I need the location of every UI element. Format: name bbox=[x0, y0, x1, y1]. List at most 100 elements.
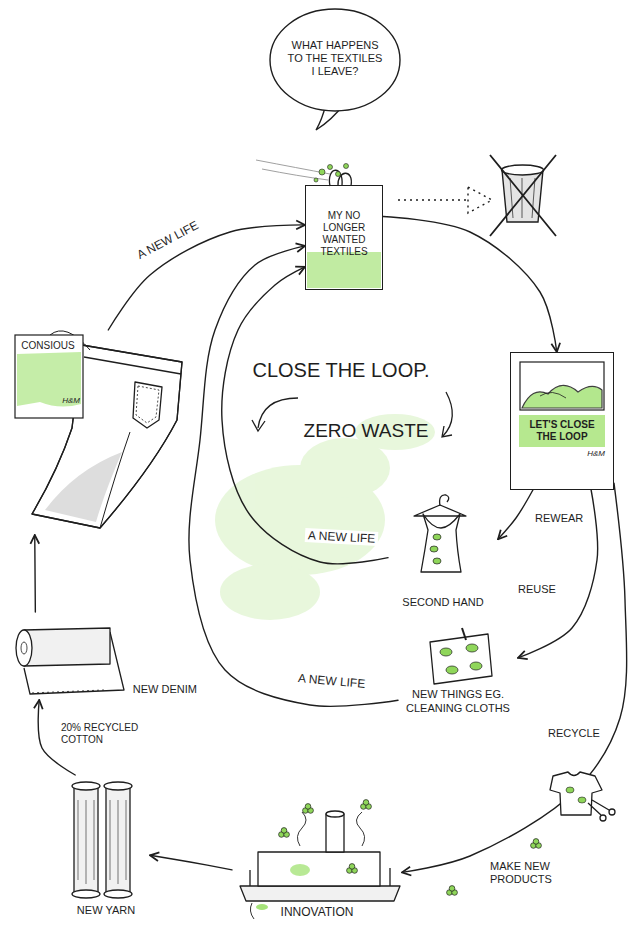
cut-shirt bbox=[588, 800, 609, 815]
box-window bbox=[522, 385, 602, 408]
reuse-item: NEW THINGS EG. CLEANING CLOTHS bbox=[398, 625, 518, 719]
cleaning-cloth bbox=[430, 628, 492, 684]
denim-roll bbox=[21, 642, 27, 654]
bag-handles bbox=[329, 170, 342, 186]
yarn-spools bbox=[74, 786, 98, 894]
cut-shirt bbox=[566, 787, 586, 803]
flow-arrow bbox=[498, 490, 533, 539]
box-window bbox=[520, 362, 604, 410]
item-caption: NEW THINGS EG. CLEANING CLOTHS bbox=[400, 687, 516, 715]
crossed-bin bbox=[490, 155, 556, 236]
recycling-machine bbox=[250, 868, 390, 886]
cut-shirt bbox=[600, 815, 606, 821]
edge-label: A NEW LIFE bbox=[295, 671, 369, 691]
jeans-drawing bbox=[100, 432, 130, 528]
dotted-arrow bbox=[398, 199, 470, 200]
yarn-spools bbox=[72, 782, 132, 898]
flow-arrow bbox=[402, 483, 627, 872]
recycling-machine bbox=[256, 904, 268, 910]
green-bits bbox=[319, 169, 325, 175]
green-flakes bbox=[347, 864, 358, 874]
flow-arrow bbox=[518, 490, 598, 658]
collection-box: LET'S CLOSE THE LOOPH&M bbox=[510, 352, 614, 490]
cut-shirt bbox=[578, 797, 586, 803]
edge-label: RECYCLE bbox=[545, 727, 603, 740]
item-caption: INNOVATION bbox=[234, 905, 400, 920]
hang-tag bbox=[15, 331, 90, 418]
denim-roll bbox=[30, 690, 104, 693]
tag-text: CONSIOUS bbox=[15, 340, 81, 352]
cleaning-cloth bbox=[466, 644, 478, 652]
green-bits bbox=[336, 172, 341, 177]
second-hand-top bbox=[414, 495, 466, 572]
cut-shirt bbox=[609, 809, 615, 815]
recycling-machine bbox=[356, 812, 364, 846]
green-flakes bbox=[361, 800, 372, 810]
denim-roll bbox=[16, 630, 32, 666]
flow-arrow bbox=[189, 246, 398, 706]
cleaning-cloth bbox=[430, 634, 492, 684]
jeans-drawing bbox=[84, 357, 181, 374]
second-hand-top bbox=[433, 534, 441, 540]
recycling-machine bbox=[290, 864, 310, 876]
yarn-item: NEW YARN bbox=[62, 775, 150, 921]
bag-label: MY NO LONGER WANTED TEXTILES bbox=[310, 210, 378, 258]
dotted-arrow bbox=[398, 187, 492, 213]
bubble-outline bbox=[270, 9, 400, 111]
edge-label: REUSE bbox=[515, 583, 559, 596]
green-bits bbox=[314, 164, 349, 183]
edge-label: A NEW LIFE bbox=[132, 217, 203, 264]
bag-green-fill bbox=[307, 252, 381, 288]
cleaning-cloth bbox=[462, 628, 466, 640]
second-hand-top bbox=[433, 558, 441, 564]
crossed-bin bbox=[490, 155, 556, 236]
item-caption: SECOND HAND bbox=[390, 595, 496, 609]
yarn-spools bbox=[78, 800, 94, 884]
green-flakes bbox=[447, 886, 458, 896]
jeans-drawing bbox=[133, 382, 162, 428]
cut-shirt bbox=[550, 772, 615, 821]
edge-label: A NEW LIFE bbox=[305, 528, 379, 546]
second-hand-top bbox=[414, 505, 466, 516]
green-bits bbox=[328, 165, 333, 170]
edge-label: 20% RECYCLED COTTON bbox=[58, 722, 146, 746]
item-caption: NEW DENIM bbox=[14, 682, 197, 696]
recycling-machine bbox=[250, 903, 254, 919]
loop-arrows bbox=[443, 392, 452, 436]
cleaning-cloth bbox=[440, 648, 452, 656]
flow-arrow bbox=[34, 535, 36, 612]
dotted-arrow bbox=[468, 187, 492, 213]
watercolor-wash bbox=[220, 564, 320, 620]
cleaning-cloth bbox=[440, 644, 482, 674]
slogan-title: CLOSE THE LOOP. bbox=[236, 358, 446, 382]
yarn-spools bbox=[72, 890, 100, 898]
recycling-machine bbox=[297, 812, 306, 846]
jeans-drawing bbox=[45, 452, 122, 522]
brand-mark: H&M bbox=[519, 449, 605, 459]
recycling-machine bbox=[326, 811, 344, 817]
slogan-subtitle: ZERO WASTE bbox=[296, 419, 436, 442]
second-hand-top bbox=[430, 534, 441, 564]
second-hand-top bbox=[440, 495, 449, 506]
step-note: MAKE NEW PRODUCTS bbox=[490, 860, 590, 886]
innovation-item: INNOVATION bbox=[232, 795, 402, 924]
yarn-spools bbox=[104, 890, 132, 898]
denim-item: NEW DENIM bbox=[10, 612, 205, 700]
bag-handles bbox=[256, 160, 330, 174]
cleaning-cloth bbox=[446, 666, 458, 674]
yarn-spools bbox=[106, 786, 130, 894]
recycling-machine bbox=[240, 886, 400, 901]
question-text: WHAT HAPPENS TO THE TEXTILES I LEAVE? bbox=[285, 39, 385, 78]
recycling-machine bbox=[258, 852, 380, 886]
yarn-spools bbox=[110, 800, 126, 884]
green-flakes bbox=[279, 828, 290, 838]
green-flakes bbox=[303, 804, 314, 814]
recycling-machine bbox=[240, 811, 400, 919]
flow-arrow bbox=[222, 267, 388, 564]
bag-green-fill bbox=[307, 252, 381, 288]
jeans-item: CONSIOUSH&M bbox=[12, 330, 187, 535]
second-hand-top bbox=[430, 546, 438, 552]
